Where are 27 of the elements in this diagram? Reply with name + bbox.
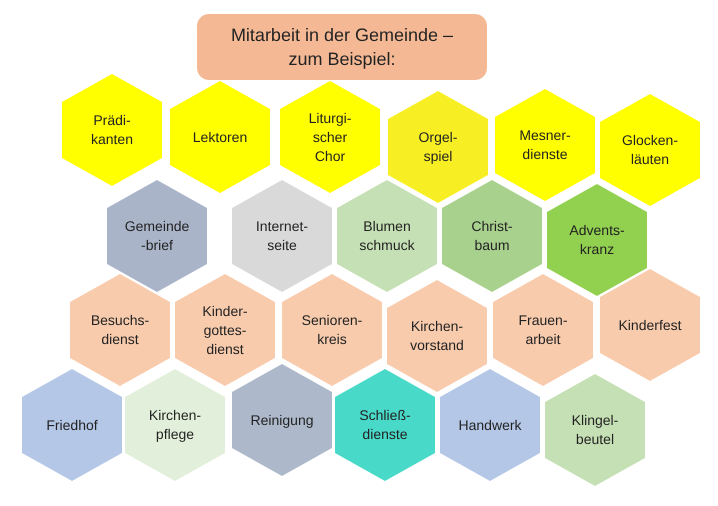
tile-label: Klingel- beutel [570, 411, 620, 449]
hexagon-tile [170, 81, 270, 193]
tile-label: Besuchs- dienst [90, 311, 150, 349]
tile-label: Reinigung [249, 410, 315, 430]
tile-label: Internet- seite [254, 217, 310, 255]
tile-label: Schließ- dienste [358, 406, 412, 444]
tile-label: Blumen schmuck [358, 217, 416, 255]
tile-label: Orgel- spiel [418, 128, 458, 166]
tile-label: Kirchen- pflege [148, 406, 202, 444]
tile-label: Advents- kranz [568, 221, 626, 259]
tile-label: Prädi- kanten [90, 111, 134, 149]
tile-label: Handwerk [457, 416, 523, 434]
tile-label: Gemeinde -brief [124, 217, 190, 255]
title-banner [197, 14, 487, 80]
hexagon-tile [280, 81, 380, 193]
tile-label: Kirchen- vorstand [409, 317, 465, 355]
tile-label: Kinder- gottes- dienst [201, 302, 249, 358]
tile-label: Lektoren [192, 128, 248, 146]
tile-label: Frauen- arbeit [517, 311, 569, 349]
tile-label: Friedhof [45, 416, 99, 434]
tile-label: Kinderfest [617, 316, 683, 334]
tile-label: Mesner- dienste [518, 126, 572, 164]
title-text: Mitarbeit in der Gemeinde – zum Beispiel: [230, 24, 454, 71]
tile-label: Senioren- kreis [300, 311, 364, 349]
tile-label: Liturgi- scher Chor [308, 108, 352, 166]
tile-label: Glocken- läuten [620, 131, 680, 169]
tile-label: Christ- baum [470, 217, 514, 255]
